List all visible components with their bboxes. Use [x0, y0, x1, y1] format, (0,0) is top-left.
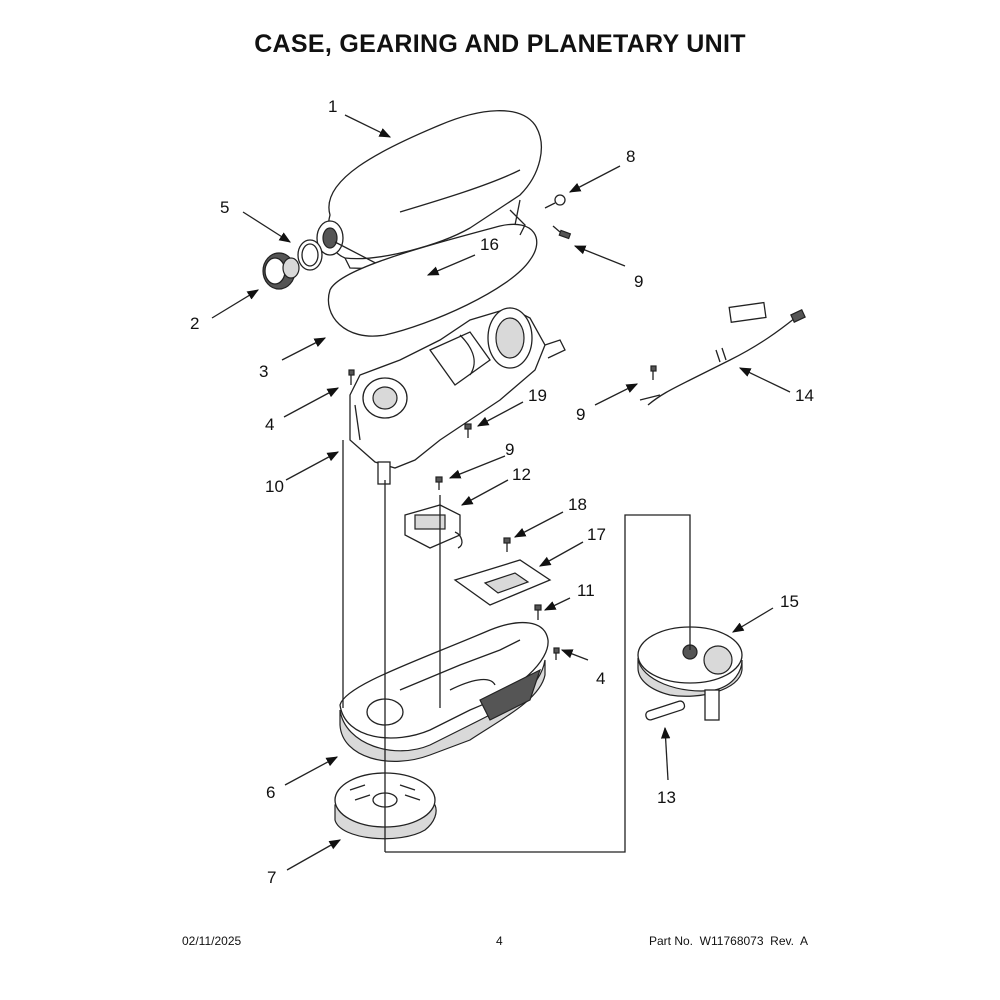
callout-6: 6: [266, 783, 275, 802]
callout-12: 12: [512, 465, 531, 484]
part-base: [339, 621, 549, 762]
callout-3: 3: [259, 362, 268, 381]
part-planetary-unit: [637, 626, 743, 721]
callout-labels: 1 2 3 4 4 5 6 7 8 9 9 9 10 11 12 13 14 1…: [190, 97, 814, 887]
callout-18: 18: [568, 495, 587, 514]
callout-9-mid: 9: [505, 440, 514, 459]
callout-1: 1: [328, 97, 337, 116]
callout-14: 14: [795, 386, 814, 405]
part-screw-4-upper: [348, 369, 355, 385]
callout-8: 8: [626, 147, 635, 166]
part-screw-4-lower: [553, 647, 560, 660]
callout-15: 15: [780, 592, 799, 611]
callout-2: 2: [190, 314, 199, 333]
part-planetary-pin: [645, 700, 686, 721]
part-screw-9-top: [552, 225, 572, 240]
callout-11: 11: [577, 581, 595, 600]
callout-10: 10: [265, 477, 284, 496]
callout-9-cord: 9: [576, 405, 585, 424]
callout-7: 7: [267, 868, 276, 887]
part-switch: [404, 504, 463, 549]
callout-13: 13: [657, 788, 676, 807]
part-screw-11: [534, 604, 542, 620]
part-plate: [453, 559, 552, 606]
footer-page-number: 4: [496, 934, 503, 948]
page-title: CASE, GEARING AND PLANETARY UNIT: [254, 30, 746, 58]
part-hub-cap: [262, 252, 300, 290]
part-screw-19: [464, 423, 472, 438]
part-case-cover: [316, 110, 542, 271]
part-screw-9-cord: [650, 365, 657, 380]
footer-date: 02/11/2025: [182, 934, 242, 948]
assembly-guide-lines: [342, 440, 691, 853]
part-screw-9-mid: [435, 476, 443, 490]
callout-4-upper: 4: [265, 415, 274, 434]
part-power-cord: [639, 301, 806, 406]
callout-9-top: 9: [634, 272, 643, 291]
callout-4-lower: 4: [596, 669, 605, 688]
leader-arrows: [211, 114, 791, 871]
callout-5: 5: [220, 198, 229, 217]
callout-17: 17: [587, 525, 606, 544]
footer-part-number: Part No. W11768073 Rev. A: [649, 934, 808, 948]
callout-19: 19: [528, 386, 547, 405]
part-trim-band: [327, 223, 538, 337]
part-screw-8: [544, 194, 566, 209]
part-screw-18: [503, 537, 511, 552]
part-gear-housing: [349, 307, 566, 485]
callout-16: 16: [480, 235, 499, 254]
